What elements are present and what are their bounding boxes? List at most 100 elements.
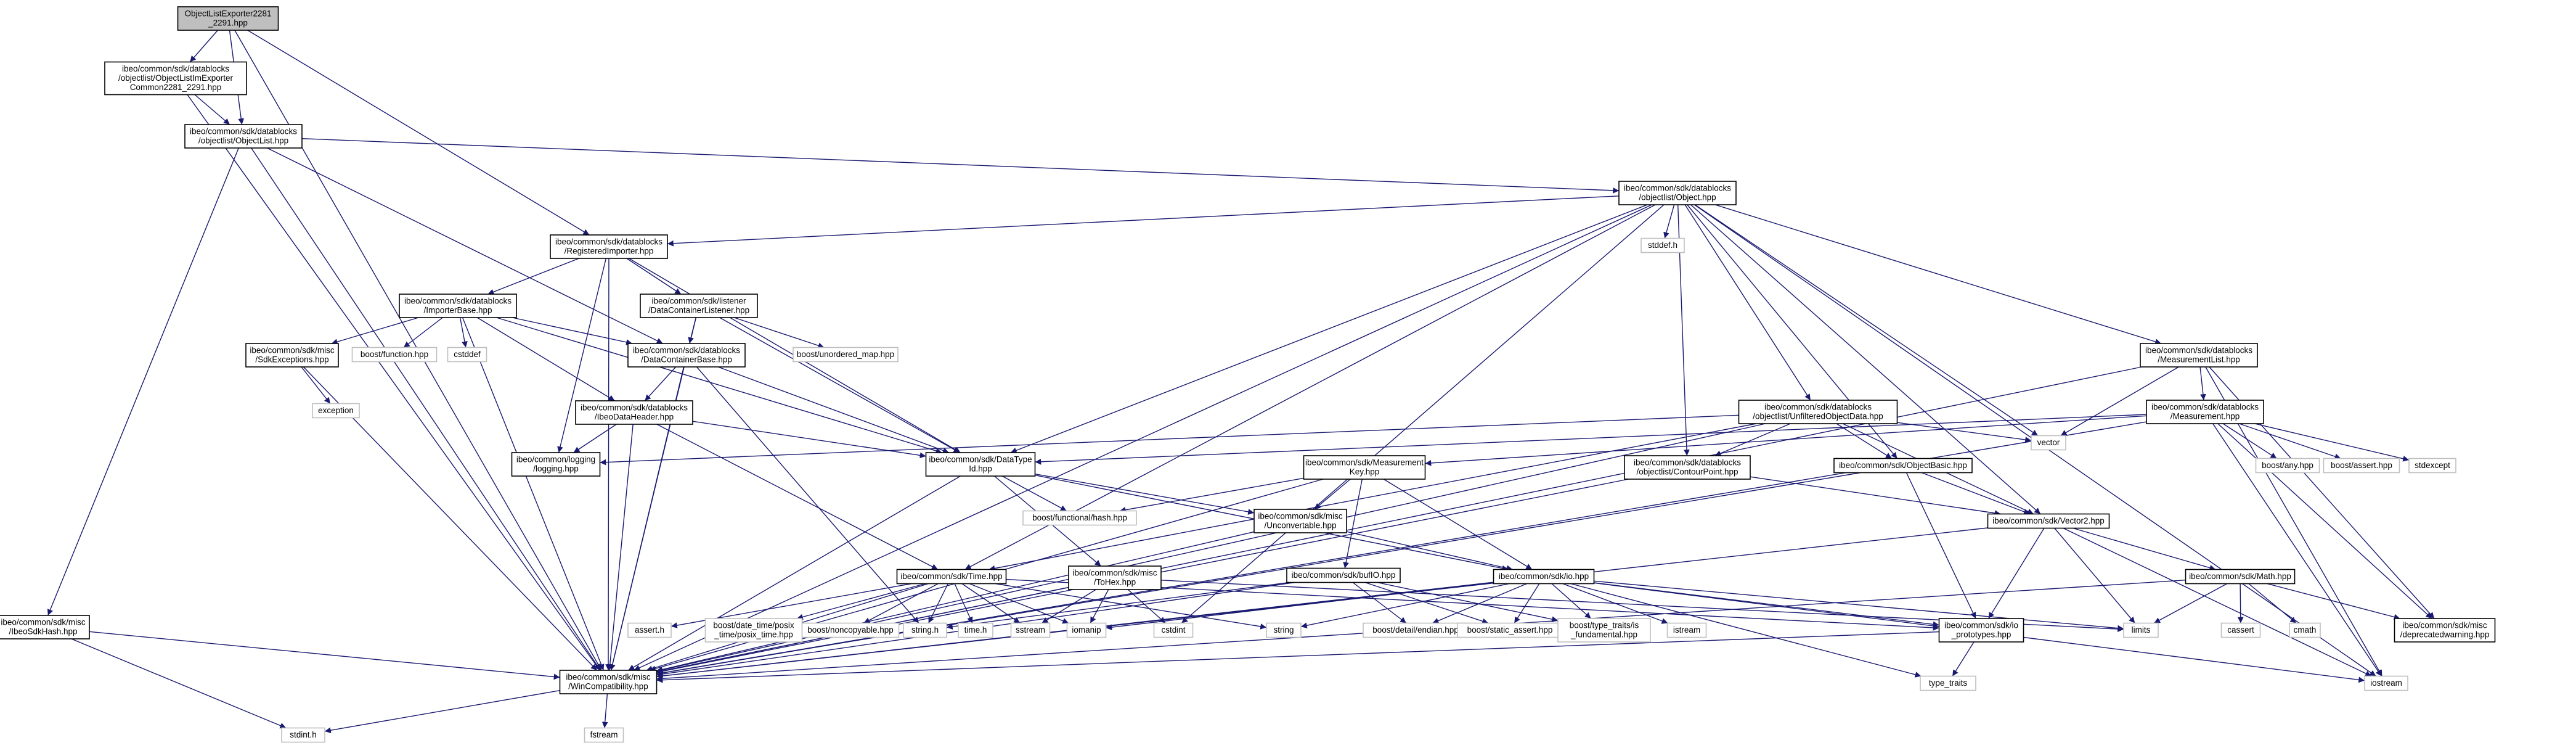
node-istream[interactable]: istream <box>1666 622 1707 638</box>
node-impbase[interactable]: ibeo/common/sdk/datablocks/ImporterBase.… <box>399 294 517 318</box>
edge <box>301 138 1620 194</box>
edge-objbasic-to-ioproto <box>1906 472 1976 619</box>
edge-timehpp-to-ioproto <box>1006 578 1939 631</box>
edge <box>2217 423 2432 619</box>
node-deprec[interactable]: ibeo/common/sdk/misc/deprecatedwarning.h… <box>2394 618 2496 643</box>
edge-ibeohash-to-winc <box>89 631 560 680</box>
node-tohex[interactable]: ibeo/common/sdk/misc/ToHex.hpp <box>1068 565 1162 590</box>
node-string[interactable]: string <box>1266 622 1302 638</box>
node-box <box>903 622 947 638</box>
node-iomanip[interactable]: iomanip <box>1066 622 1107 638</box>
node-exception[interactable]: exception <box>312 403 360 419</box>
node-bdt[interactable]: boost/date_time/posix_time/posix_time.hp… <box>704 618 803 643</box>
edge <box>1750 476 2001 516</box>
edge <box>656 472 1861 676</box>
node-box <box>704 618 803 643</box>
node-cstdint[interactable]: cstdint <box>1153 622 1194 638</box>
edge <box>2153 583 2228 624</box>
node-cassert[interactable]: cassert <box>2220 622 2261 638</box>
node-root[interactable]: ObjectListExporter2281_2291.hpp <box>177 6 279 31</box>
edge <box>656 424 939 570</box>
node-stdexcept[interactable]: stdexcept <box>2408 458 2456 474</box>
edge-ibeohdr-to-logging <box>573 424 617 453</box>
node-regimp[interactable]: ibeo/common/sdk/datablocks/RegisteredImp… <box>550 234 668 259</box>
node-vec2[interactable]: ibeo/common/sdk/Vector2.hpp <box>1987 513 2110 529</box>
edge-io-to-string <box>1300 583 1510 629</box>
edge <box>1119 477 1304 513</box>
node-bany[interactable]: boost/any.hpp <box>2255 458 2320 474</box>
node-meas[interactable]: ibeo/common/sdk/datablocks/Measurement.h… <box>2146 400 2264 424</box>
edge-dtid-to-winc <box>628 475 961 671</box>
node-sdkexc[interactable]: ibeo/common/sdk/misc/SdkExceptions.hpp <box>245 343 339 368</box>
edge-winc-to-stdinth <box>324 689 560 734</box>
node-label: _time/posix_time.hpp <box>714 630 793 639</box>
node-label: ibeo/common/sdk/misc <box>2402 621 2487 630</box>
node-objbasic[interactable]: ibeo/common/sdk/ObjectBasic.hpp <box>1833 458 1973 474</box>
node-timehpp[interactable]: ibeo/common/sdk/Time.hpp <box>896 569 1007 585</box>
node-bdendian[interactable]: boost/detail/endian.hpp <box>1363 622 1469 638</box>
node-asserth[interactable]: assert.h <box>627 622 672 638</box>
node-box <box>1833 458 1973 474</box>
node-box <box>2123 622 2159 638</box>
node-label: string.h <box>911 625 939 635</box>
node-unconv[interactable]: ibeo/common/sdk/misc/Unconvertable.hpp <box>1253 509 1347 533</box>
edge-timehpp-to-stringh <box>928 583 948 623</box>
node-logging[interactable]: ibeo/common/logging/logging.hpp <box>511 452 601 477</box>
edge-tohex-to-cstdint <box>1127 589 1166 624</box>
node-label: /objectlist/ObjectList.hpp <box>198 136 288 146</box>
node-ioproto[interactable]: ibeo/common/sdk/io_prototypes.hpp <box>1938 618 2024 643</box>
node-bumap[interactable]: boost/unordered_map.hpp <box>793 347 899 363</box>
node-olic[interactable]: ibeo/common/sdk/datablocks/objectlist/Ob… <box>104 61 247 96</box>
node-label: iostream <box>2370 678 2402 688</box>
node-ol[interactable]: ibeo/common/sdk/datablocks/objectlist/Ob… <box>184 124 303 149</box>
node-timeh[interactable]: time.h <box>958 622 993 638</box>
node-box <box>399 294 517 318</box>
node-ibeohash[interactable]: ibeo/common/sdk/misc/IbeoSdkHash.hpp <box>0 615 90 639</box>
edge-unfil-to-logging <box>600 414 1739 466</box>
node-bfunc[interactable]: boost/function.hpp <box>351 347 438 363</box>
node-limits[interactable]: limits <box>2123 622 2159 638</box>
node-mathhpp[interactable]: ibeo/common/sdk/Math.hpp <box>2185 569 2296 585</box>
node-dcl[interactable]: ibeo/common/sdk/listener/DataContainerLi… <box>640 294 758 318</box>
node-iostream[interactable]: iostream <box>2364 675 2408 691</box>
node-sstream[interactable]: sstream <box>1010 622 1051 638</box>
node-io[interactable]: ibeo/common/sdk/io.hpp <box>1493 569 1595 585</box>
node-stddef[interactable]: stddef.h <box>1641 237 1685 253</box>
edge-mathhpp-to-cassert <box>2237 583 2244 623</box>
edge-io-to-typetraits <box>1570 583 1922 678</box>
node-ibeohdr[interactable]: ibeo/common/sdk/datablocks/IbeoDataHeade… <box>575 400 693 425</box>
edge-meas-to-dtid <box>1035 414 2147 465</box>
edge-obj-to-cstdint <box>1181 204 1665 624</box>
node-contour[interactable]: ibeo/common/sdk/datablocks/objectlist/Co… <box>1624 455 1751 480</box>
node-bufio[interactable]: ibeo/common/sdk/bufIO.hpp <box>1286 567 1401 583</box>
node-label: /ToHex.hpp <box>1094 578 1136 587</box>
node-cmath[interactable]: cmath <box>2289 622 2321 638</box>
node-unfil[interactable]: ibeo/common/sdk/datablocks/objectlist/Un… <box>1738 400 1898 424</box>
node-box <box>1666 622 1707 638</box>
edge-dcl-to-bumap <box>734 317 825 349</box>
node-bfhash[interactable]: boost/functional/hash.hpp <box>1022 510 1137 526</box>
node-fstream[interactable]: fstream <box>584 727 624 743</box>
node-bassert[interactable]: boost/assert.hpp <box>2323 458 2400 474</box>
edge-objbasic-to-vec2 <box>1921 472 2031 515</box>
node-vector[interactable]: vector <box>2031 435 2066 451</box>
node-bnoncopy[interactable]: boost/noncopyable.hpp <box>801 622 900 638</box>
edge <box>2212 423 2382 676</box>
node-cstddef[interactable]: cstddef <box>447 347 487 363</box>
edge <box>1562 583 1668 624</box>
node-label: Id.hpp <box>969 464 992 474</box>
edge <box>928 583 948 623</box>
node-btt[interactable]: boost/type_traits/is_fundamental.hpp <box>1557 618 1651 643</box>
node-stringh[interactable]: string.h <box>903 622 947 638</box>
node-box <box>281 727 325 743</box>
edge-bufio-to-btt <box>1377 582 1559 622</box>
node-measlist[interactable]: ibeo/common/sdk/datablocks/MeasurementLi… <box>2140 343 2258 368</box>
node-winc[interactable]: ibeo/common/sdk/misc/WinCompatibility.hp… <box>559 670 658 694</box>
node-typetraits[interactable]: type_traits <box>1920 675 1976 691</box>
node-stdinth[interactable]: stdint.h <box>281 727 325 743</box>
node-obj[interactable]: ibeo/common/sdk/datablocks/objectlist/Ob… <box>1618 181 1737 205</box>
node-dcb[interactable]: ibeo/common/sdk/datablocks/DataContainer… <box>627 343 746 368</box>
node-bsassert[interactable]: boost/static_assert.hpp <box>1457 622 1563 638</box>
